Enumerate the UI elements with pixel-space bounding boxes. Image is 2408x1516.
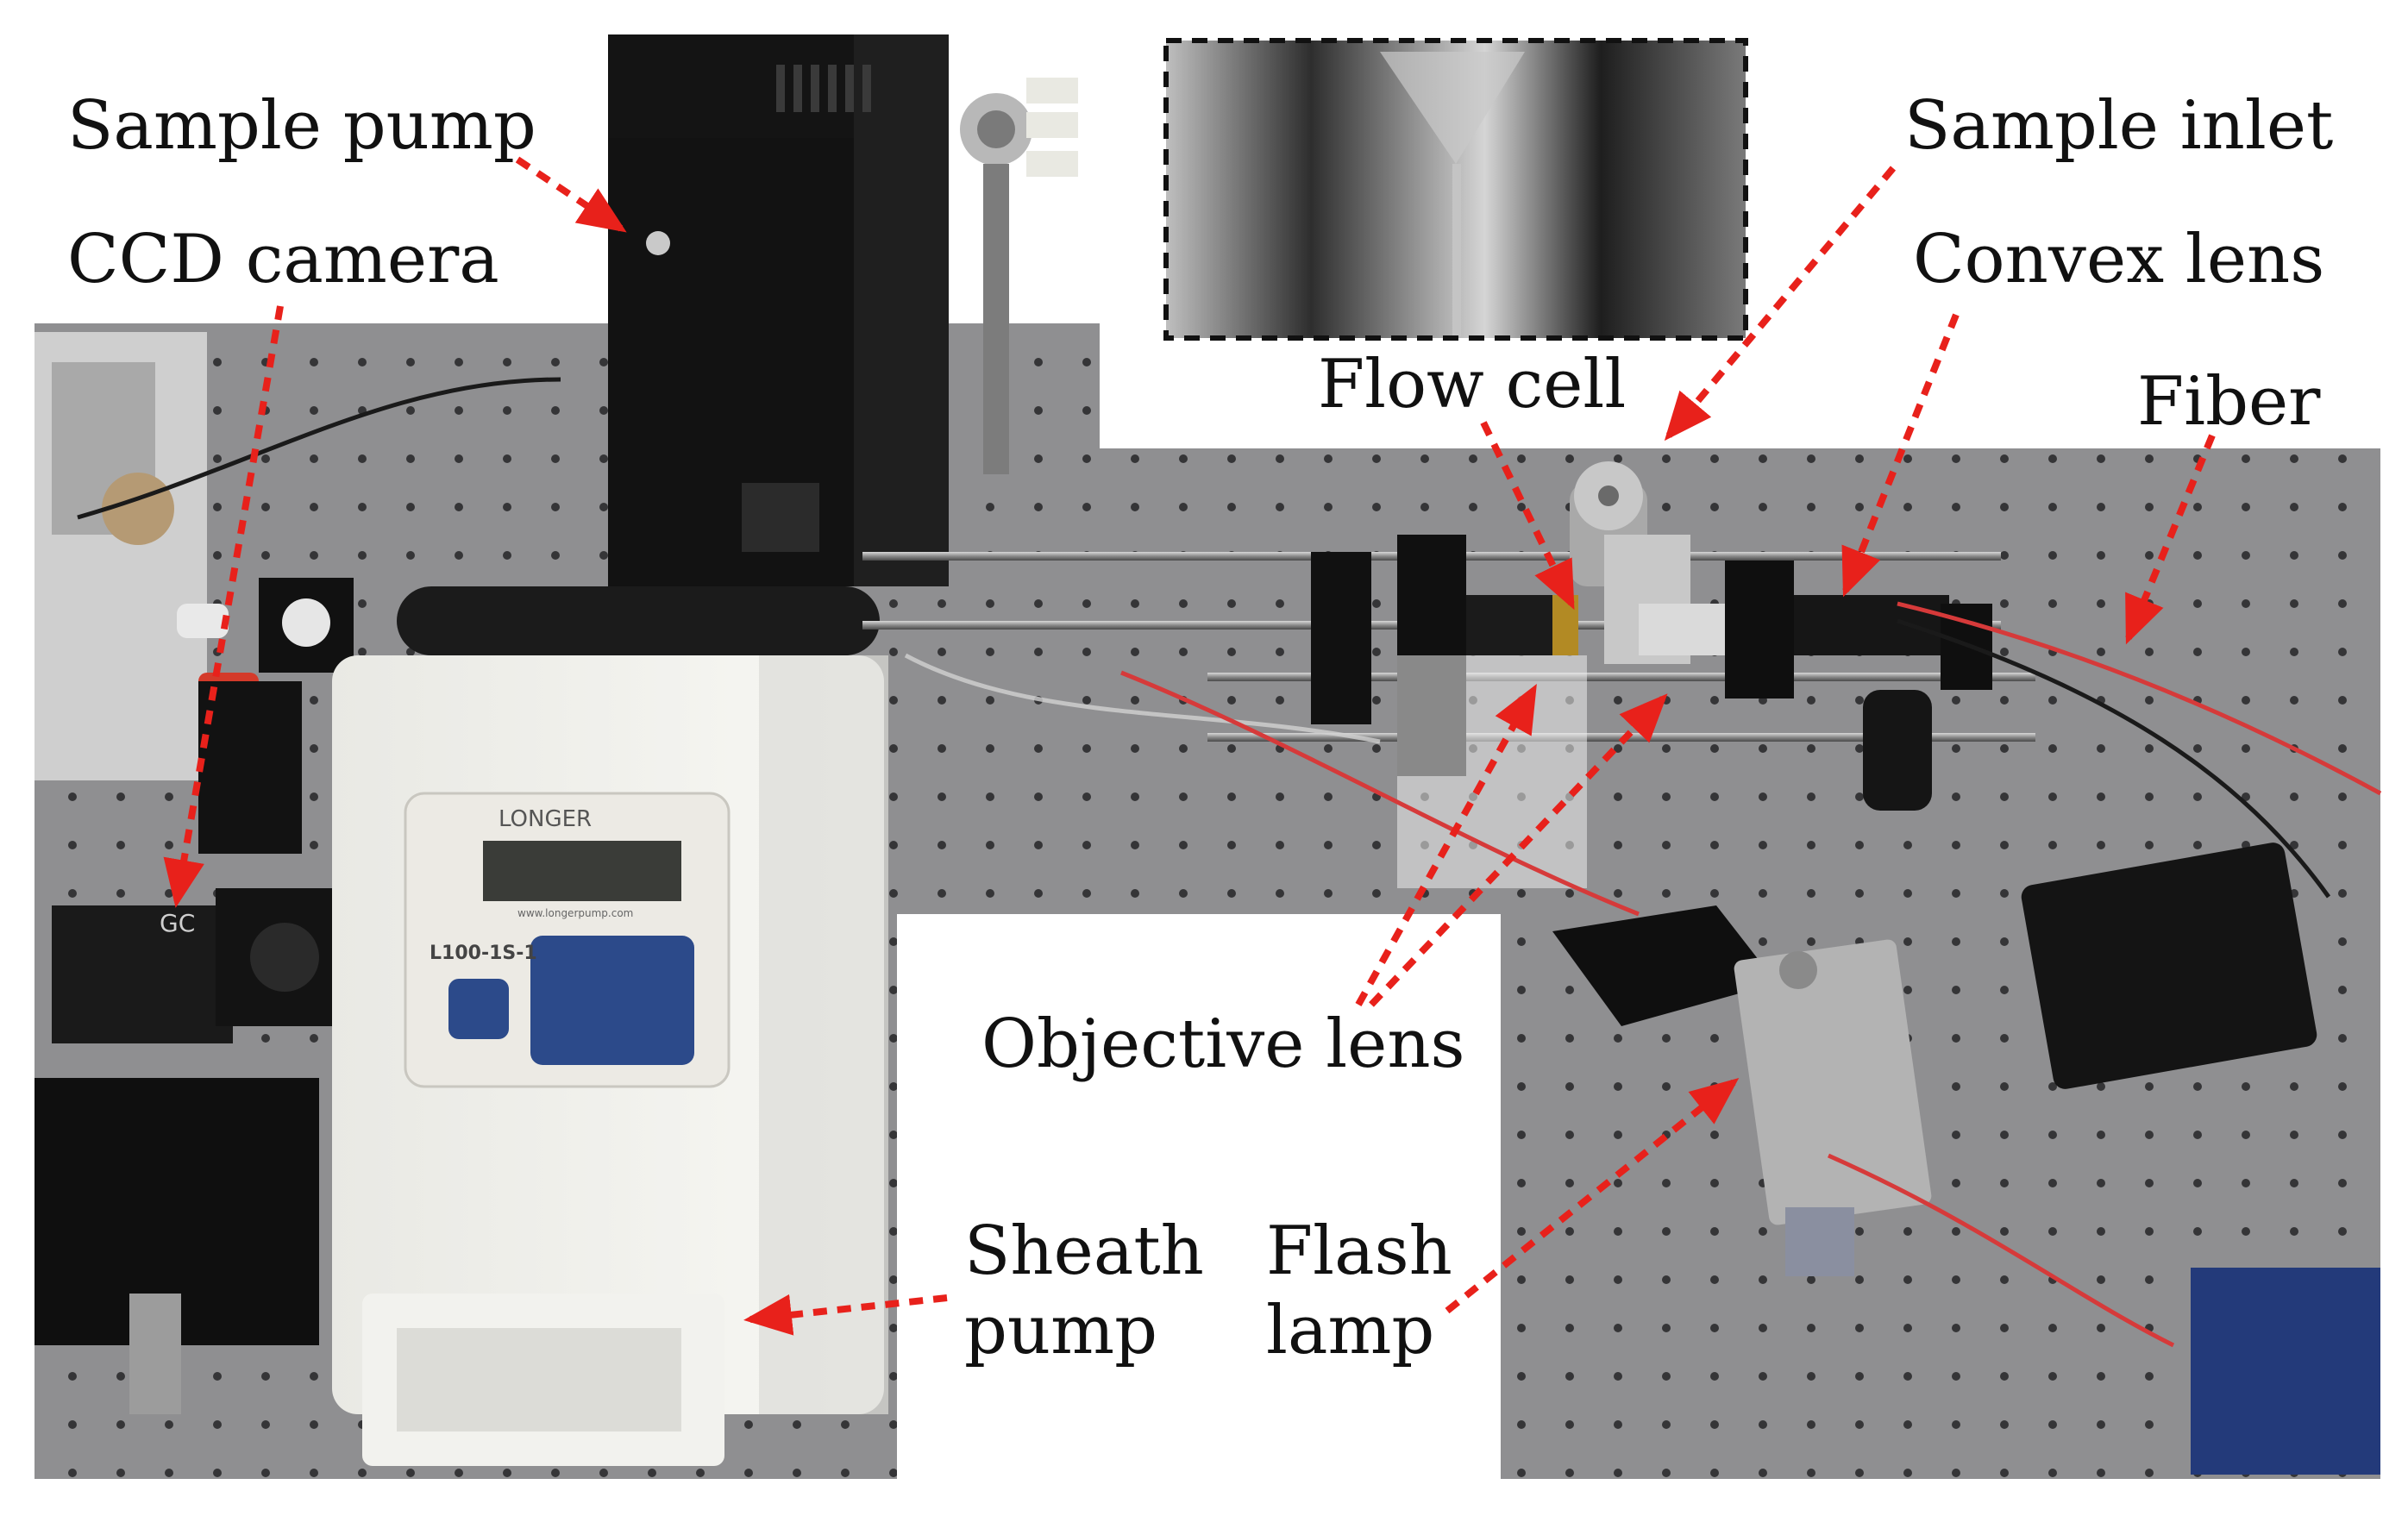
pointer-arrows [163, 156, 2216, 1336]
pump-model-text: L100-1S-1 [430, 943, 537, 964]
label-fiber: Fiber [2137, 363, 2321, 441]
arrow-convex-lens [1841, 313, 1960, 598]
label-objective-lens: Objective lens [981, 1005, 1465, 1083]
arrow-objective-lens [1355, 684, 1537, 1006]
arrow-sheath-pump [743, 1294, 948, 1336]
arrow-sample-inlet [1664, 166, 1897, 442]
arrow-flow-cell [1480, 421, 1575, 611]
arrow-ccd-camera [163, 305, 284, 908]
label-sample-inlet: Sample inlet [1904, 87, 2334, 165]
pump-url-text: www.longerpump.com [517, 907, 633, 919]
label-flow-cell: Flow cell [1318, 346, 1627, 423]
label-flash-lamp: Flash lamp [1266, 1212, 1452, 1369]
arrow-sample-pump [515, 156, 627, 233]
sheath-pump: LONGER L100-1S-1 www.longerpump.com [332, 655, 888, 1466]
ccd-camera: GC [34, 578, 354, 1414]
flow-cell-inset [1163, 38, 1748, 341]
label-convex-lens: Convex lens [1913, 221, 2325, 298]
arrow-flash-lamp [1445, 1078, 1740, 1314]
pump-brand-text: LONGER [499, 806, 592, 832]
arrow-fiber [2125, 434, 2216, 645]
label-sheath-pump: Sheath pump [964, 1212, 1204, 1369]
label-ccd-camera: CCD camera [67, 221, 499, 298]
cables [77, 377, 2382, 1348]
sample-pump [608, 34, 1078, 586]
optical-rail [397, 461, 2035, 888]
flash-lamp [1552, 843, 2380, 1475]
svg-text:GC: GC [160, 909, 195, 937]
label-sample-pump: Sample pump [67, 87, 536, 165]
